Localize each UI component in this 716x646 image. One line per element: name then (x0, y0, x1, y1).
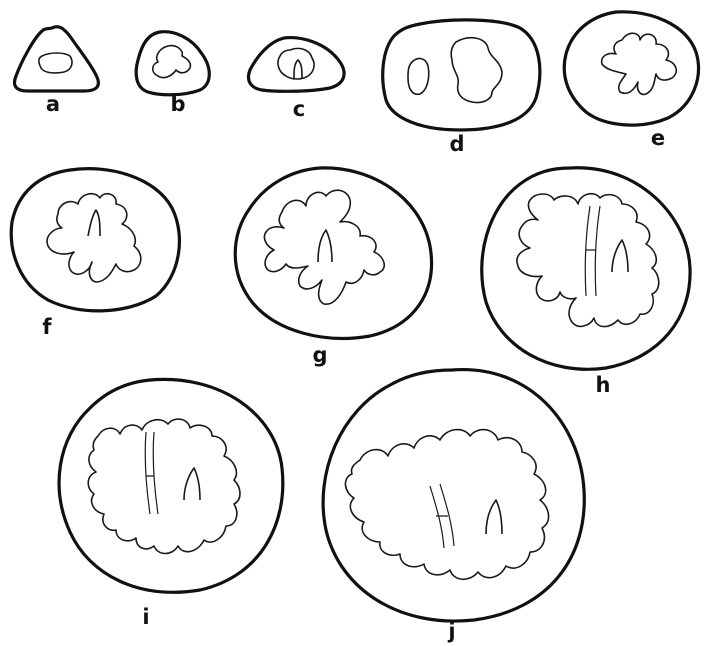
section-e-lumen (602, 33, 677, 94)
section-g: g (235, 168, 431, 367)
section-a-lumen (39, 53, 72, 73)
section-f-label: f (42, 315, 52, 339)
section-g-lumen (264, 190, 384, 304)
section-d-outline (383, 20, 540, 130)
section-h-septum (585, 206, 600, 296)
section-d: d (383, 20, 540, 156)
section-f: f (11, 169, 179, 339)
section-h-label: h (596, 373, 611, 397)
section-c-fold (294, 60, 302, 78)
section-d-lumen-large (451, 38, 502, 103)
section-j-lumen (345, 430, 548, 580)
section-e-outline (564, 12, 698, 125)
section-f-fold (88, 210, 100, 236)
section-f-outline (11, 169, 179, 311)
section-j-septum (430, 484, 454, 548)
section-i-lumen (88, 419, 240, 553)
section-i-fold (184, 468, 200, 500)
section-j: j (323, 370, 584, 643)
section-i-label: i (142, 605, 149, 629)
section-i: i (59, 379, 283, 629)
section-b-outline (136, 32, 209, 95)
section-d-label: d (449, 132, 464, 156)
section-a-outline (15, 27, 99, 91)
section-e-label: e (651, 126, 665, 150)
section-h-lumen (517, 194, 659, 327)
section-j-fold (486, 500, 502, 534)
section-i-septum (145, 432, 158, 514)
section-h: h (482, 168, 690, 397)
section-b-label: b (170, 92, 185, 116)
section-i-outline (59, 379, 283, 592)
section-d-lumen-small (408, 59, 429, 95)
section-g-label: g (312, 343, 327, 367)
section-h-fold (612, 240, 628, 272)
section-a-label: a (46, 92, 60, 116)
section-h-outline (482, 168, 690, 370)
section-f-lumen (47, 194, 141, 282)
section-j-label: j (447, 619, 455, 643)
section-c: c (249, 38, 345, 121)
section-b-lumen (153, 46, 191, 78)
section-c-label: c (293, 97, 305, 121)
section-b: b (136, 32, 209, 116)
section-g-outline (235, 168, 431, 339)
section-e: e (564, 12, 698, 150)
section-a: a (15, 27, 99, 116)
section-c-outline (249, 38, 345, 92)
section-g-fold (318, 230, 332, 262)
